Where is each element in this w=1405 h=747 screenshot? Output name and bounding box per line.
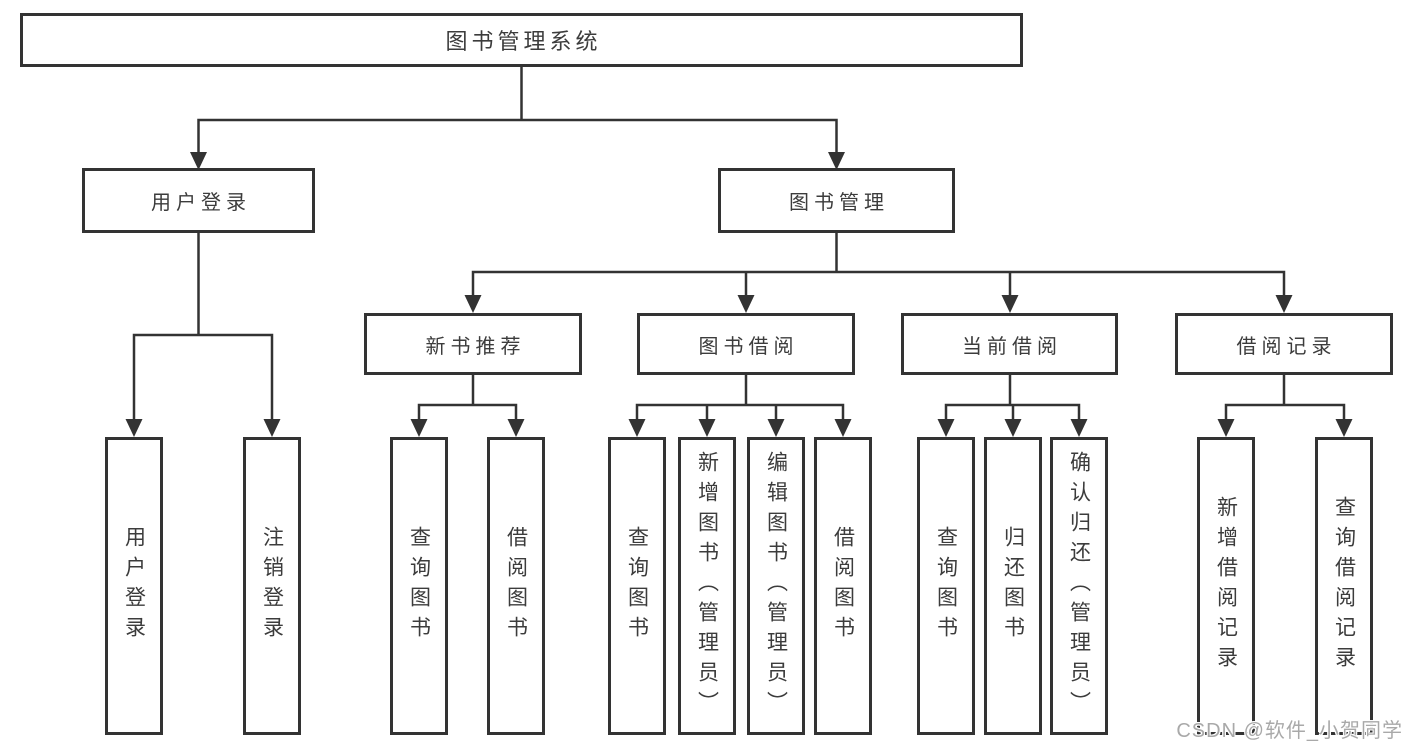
arrowhead <box>1004 419 1022 437</box>
arrowhead <box>507 419 525 437</box>
connector-book-borrow-fan <box>635 375 845 420</box>
arrowhead <box>1217 419 1235 437</box>
node-leaf-borrow-books-recommend: 借阅图书 <box>487 437 545 735</box>
node-leaf-query-books-recommend: 查询图书 <box>390 437 448 735</box>
connector-user-login-rail <box>132 333 274 420</box>
node-leaf-confirm-return-admin: 确认归还（管理员） <box>1050 437 1108 735</box>
node-new-book-recommend-label: 新书推荐 <box>425 335 526 358</box>
node-leaf-add-borrow-record-label: 新增借阅记录 <box>1214 496 1238 676</box>
node-leaf-user-login-label: 用户登录 <box>122 526 146 646</box>
arrowhead <box>698 419 716 437</box>
node-leaf-query-books-recommend-label: 查询图书 <box>407 526 431 646</box>
arrowhead <box>1070 419 1088 437</box>
arrowhead <box>767 419 785 437</box>
arrowhead <box>628 419 646 437</box>
node-leaf-confirm-return-admin-label: 确认归还（管理员） <box>1067 451 1091 721</box>
node-leaf-query-books-current-label: 查询图书 <box>934 526 958 646</box>
arrowhead <box>1335 419 1353 437</box>
node-root: 图书管理系统 <box>20 13 1023 67</box>
node-book-borrowing-label: 图书借阅 <box>698 335 799 358</box>
node-leaf-query-books-current: 查询图书 <box>917 437 975 735</box>
node-leaf-query-borrow-record: 查询借阅记录 <box>1315 437 1373 735</box>
watermark: CSDN @软件_小贺同学 <box>1176 720 1403 742</box>
connector-book-mgmt-rail <box>471 270 1286 296</box>
node-current-borrowing-label: 当前借阅 <box>962 335 1062 358</box>
node-leaf-borrow-books-recommend-label: 借阅图书 <box>504 526 528 646</box>
node-leaf-add-books-admin: 新增图书（管理员） <box>678 437 736 735</box>
node-new-book-recommend: 新书推荐 <box>364 313 582 375</box>
node-book-borrowing: 图书借阅 <box>637 313 855 375</box>
node-leaf-edit-books-admin: 编辑图书（管理员） <box>747 437 805 735</box>
arrowhead <box>737 295 755 313</box>
node-leaf-return-books: 归还图书 <box>984 437 1042 735</box>
connector-current-borrow-fan <box>944 375 1081 420</box>
arrowhead <box>1001 295 1019 313</box>
node-leaf-user-login: 用户登录 <box>105 437 163 735</box>
node-leaf-query-books-borrowing: 查询图书 <box>608 437 666 735</box>
node-user-login-label: 用户登录 <box>151 192 251 214</box>
node-leaf-logout: 注销登录 <box>243 437 301 735</box>
node-leaf-add-borrow-record: 新增借阅记录 <box>1197 437 1255 735</box>
node-current-borrowing: 当前借阅 <box>901 313 1118 375</box>
node-book-management-label: 图书管理 <box>789 192 889 214</box>
arrowhead <box>834 419 852 437</box>
node-borrow-records: 借阅记录 <box>1175 313 1393 375</box>
arrowhead <box>828 152 845 170</box>
node-leaf-add-books-admin-label: 新增图书（管理员） <box>695 451 719 721</box>
arrowhead <box>190 152 207 170</box>
node-leaf-query-borrow-record-label: 查询借阅记录 <box>1332 496 1356 676</box>
arrowhead <box>125 419 143 437</box>
node-leaf-return-books-label: 归还图书 <box>1001 526 1025 646</box>
node-borrow-records-label: 借阅记录 <box>1236 335 1337 358</box>
arrowhead <box>410 419 428 437</box>
connector-new-rec-fan <box>417 375 518 420</box>
arrowhead <box>464 295 482 313</box>
arrowhead <box>1275 295 1293 313</box>
node-leaf-query-books-borrowing-label: 查询图书 <box>625 526 649 646</box>
arrowhead <box>937 419 955 437</box>
connector-root-rail <box>197 118 838 153</box>
arrowheads <box>125 152 1353 437</box>
arrowhead <box>263 419 281 437</box>
connector-borrow-records-fan <box>1224 375 1346 420</box>
node-root-label: 图书管理系统 <box>445 29 602 54</box>
node-leaf-logout-label: 注销登录 <box>260 526 284 646</box>
node-user-login: 用户登录 <box>82 168 315 233</box>
node-leaf-borrow-books-label: 借阅图书 <box>831 526 855 646</box>
node-leaf-edit-books-admin-label: 编辑图书（管理员） <box>764 451 788 721</box>
node-book-management: 图书管理 <box>718 168 955 233</box>
node-leaf-borrow-books: 借阅图书 <box>814 437 872 735</box>
